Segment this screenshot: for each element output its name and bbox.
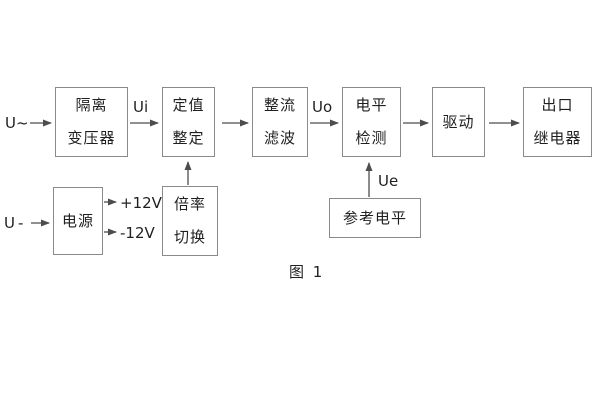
uo-label: Uo xyxy=(312,98,333,116)
input-dc-label: U- xyxy=(4,214,27,232)
block-label: 定值 xyxy=(172,96,205,114)
block-level-detect: 电平 检测 xyxy=(342,87,401,157)
block-label: 电平 xyxy=(355,96,388,114)
block-label: 继电器 xyxy=(533,129,582,147)
ue-label: Ue xyxy=(378,172,399,190)
block-label: 参考电平 xyxy=(342,208,407,227)
block-setting-adjust: 定值 整定 xyxy=(162,87,215,157)
block-output-relay: 出口 继电器 xyxy=(523,87,592,157)
block-label: 驱动 xyxy=(442,112,475,131)
figure-caption: 图 1 xyxy=(289,263,325,281)
block-label: 整流 xyxy=(263,96,296,114)
rail-neg-label: -12V xyxy=(120,224,155,242)
input-ac-label: U~ xyxy=(5,114,29,132)
block-label: 隔离 xyxy=(75,96,108,114)
block-label: 滤波 xyxy=(263,129,296,147)
block-rectifier-filter: 整流 滤波 xyxy=(252,87,308,157)
block-ratio-switch: 倍率 切换 xyxy=(162,186,218,256)
block-label: 出口 xyxy=(541,96,574,114)
block-label: 变压器 xyxy=(67,129,116,147)
block-label: 整定 xyxy=(172,129,205,147)
block-isolation-transformer: 隔离 变压器 xyxy=(55,87,128,157)
block-drive: 驱动 xyxy=(432,87,485,157)
block-reference-level: 参考电平 xyxy=(329,198,421,238)
block-power-supply: 电源 xyxy=(53,187,103,255)
ui-label: Ui xyxy=(133,98,149,116)
block-label: 切换 xyxy=(173,228,206,246)
block-label: 倍率 xyxy=(173,195,206,213)
rail-pos-label: +12V xyxy=(120,194,162,212)
block-label: 电源 xyxy=(61,211,94,230)
block-label: 检测 xyxy=(355,129,388,147)
